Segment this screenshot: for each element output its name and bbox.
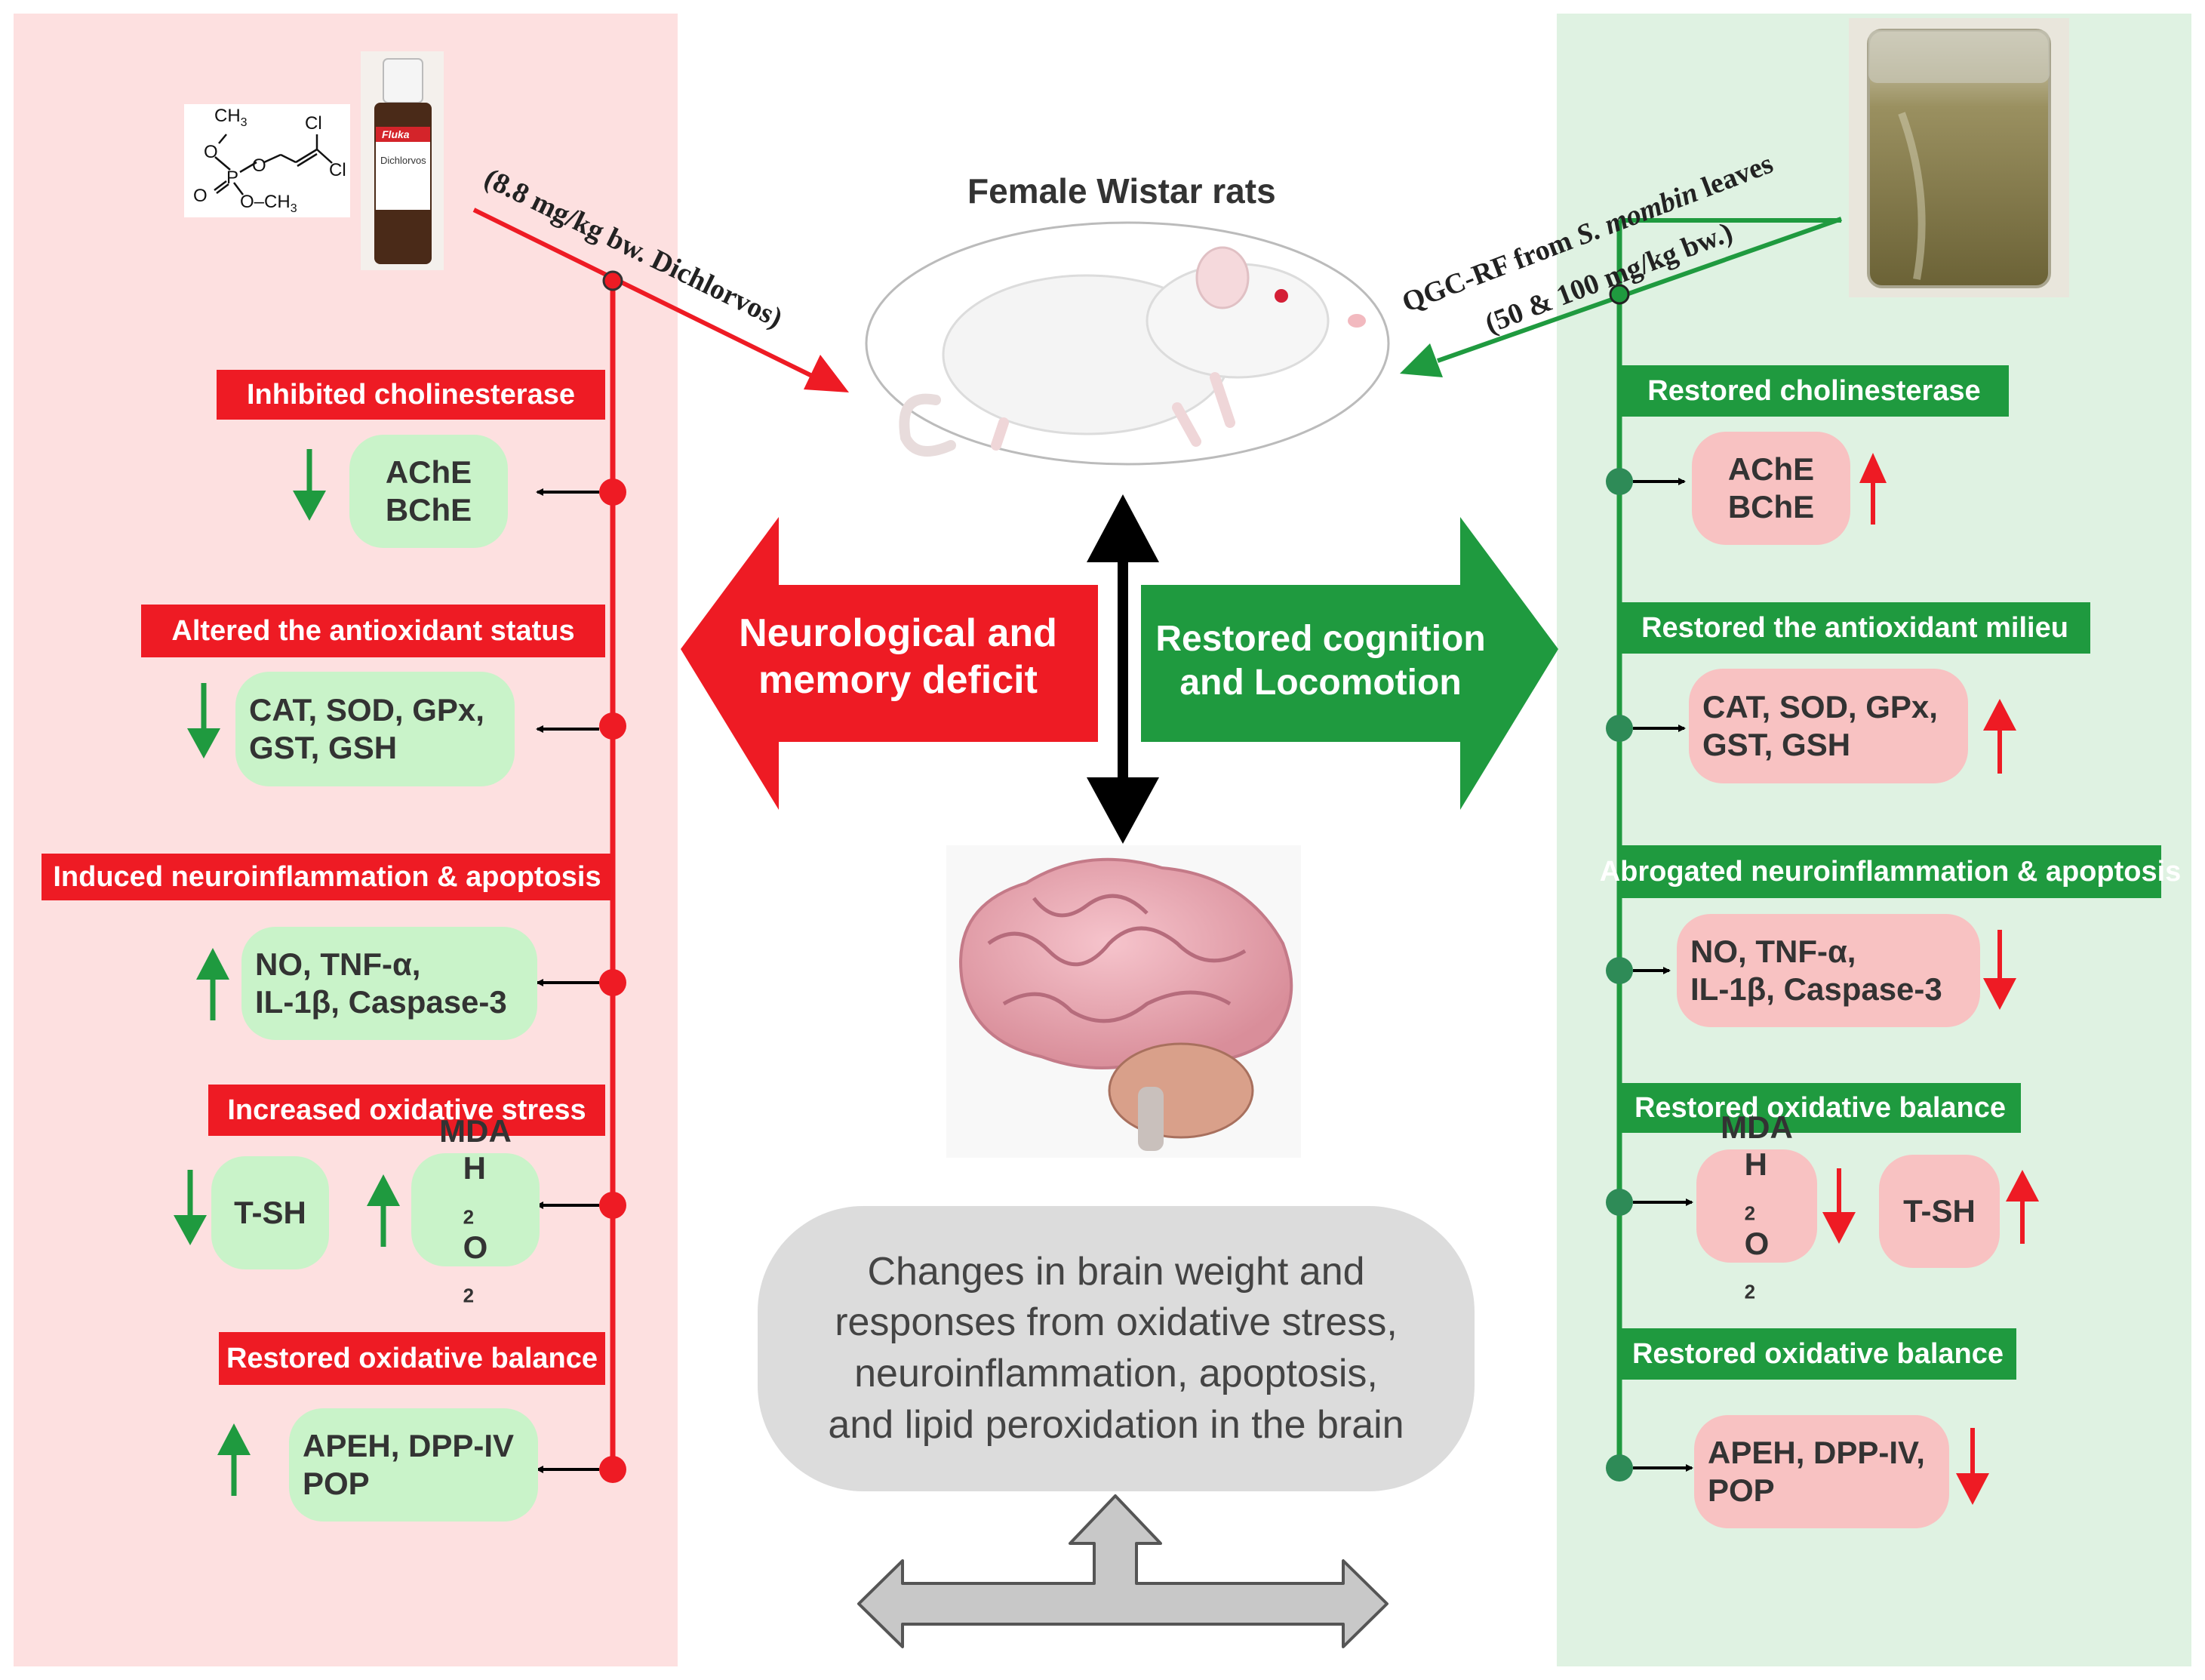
left-indicator-arrows bbox=[174, 449, 400, 1496]
neurological-deficit-arrow bbox=[681, 517, 1098, 810]
right-header-3: Abrogated neuroinflammation & apoptosis bbox=[1600, 845, 2181, 898]
left-header-3: Induced neuroinflammation & apoptosis bbox=[42, 854, 613, 900]
extract-arrowhead bbox=[1400, 343, 1443, 377]
left-pill-inflammation: NO, TNF-α,IL-1β, Caspase-3 bbox=[241, 927, 537, 1040]
bottle-label-band bbox=[376, 127, 430, 142]
chemical-bonds bbox=[214, 134, 333, 195]
left-header-2: Altered the antioxidant status bbox=[141, 605, 605, 657]
right-pill-tsh: T-SH bbox=[1879, 1155, 2000, 1268]
right-pill-peptidases: APEH, DPP-IV,POP bbox=[1694, 1415, 1949, 1528]
chem-cl-top: Cl bbox=[305, 113, 322, 134]
right-header-2: Restored the antioxidant milieu bbox=[1619, 602, 2090, 654]
left-header-4: Increased oxidative stress bbox=[208, 1085, 605, 1136]
chem-cl-right: Cl bbox=[329, 160, 346, 180]
bottle-label-text: Dichlorvos bbox=[380, 155, 426, 166]
left-spine-start-node bbox=[602, 270, 623, 291]
bottom-gray-arrow bbox=[857, 1494, 1389, 1648]
dichlorvos-dose-arrow bbox=[472, 208, 816, 380]
chem-ch3-top: CH3 bbox=[214, 106, 248, 129]
left-nodes bbox=[536, 478, 626, 1483]
vertical-arrow-up-head bbox=[1087, 494, 1159, 562]
right-indicator-arrows bbox=[1822, 453, 2039, 1505]
brain-illustration bbox=[959, 857, 1293, 1151]
right-header-5: Restored oxidative balance bbox=[1619, 1328, 2016, 1380]
chem-o-mid: O bbox=[252, 155, 266, 176]
left-pill-tsh: T-SH bbox=[211, 1156, 329, 1269]
left-header-5: Restored oxidative balance bbox=[219, 1332, 605, 1385]
left-pill-antioxidants: CAT, SOD, GPx,GST, GSH bbox=[235, 672, 515, 786]
right-header-1: Restored cholinesterase bbox=[1619, 365, 2009, 417]
right-pill-inflammation: NO, TNF-α,IL-1β, Caspase-3 bbox=[1677, 914, 1980, 1027]
right-pill-antioxidants: CAT, SOD, GPx,GST, GSH bbox=[1689, 669, 1968, 783]
changes-summary-box: Changes in brain weight and responses fr… bbox=[758, 1206, 1475, 1491]
chem-o-left: O bbox=[193, 186, 208, 206]
bottle-cap bbox=[383, 58, 423, 103]
dichlorvos-arrowhead bbox=[804, 355, 849, 392]
chem-och3: O–CH3 bbox=[240, 192, 297, 215]
rat-illustration bbox=[899, 246, 1366, 457]
jar-glare bbox=[1898, 112, 1926, 280]
right-nodes bbox=[1606, 468, 1693, 1482]
right-spine-start-node bbox=[1609, 284, 1630, 305]
title-female-wistar-rats: Female Wistar rats bbox=[967, 171, 1276, 211]
jar-rim bbox=[1868, 30, 2050, 83]
right-header-4: Restored oxidative balance bbox=[1619, 1083, 2021, 1133]
extract-dose-arrow bbox=[1437, 217, 1842, 363]
bottle-brand: Fluka bbox=[382, 128, 410, 140]
left-header-1: Inhibited cholinesterase bbox=[217, 370, 605, 420]
restored-cognition-arrow bbox=[1141, 517, 1558, 810]
left-panel bbox=[14, 14, 678, 1666]
vertical-arrow-down-head bbox=[1087, 777, 1159, 844]
chem-p: P bbox=[226, 168, 239, 188]
chem-o-top: O bbox=[204, 142, 218, 162]
